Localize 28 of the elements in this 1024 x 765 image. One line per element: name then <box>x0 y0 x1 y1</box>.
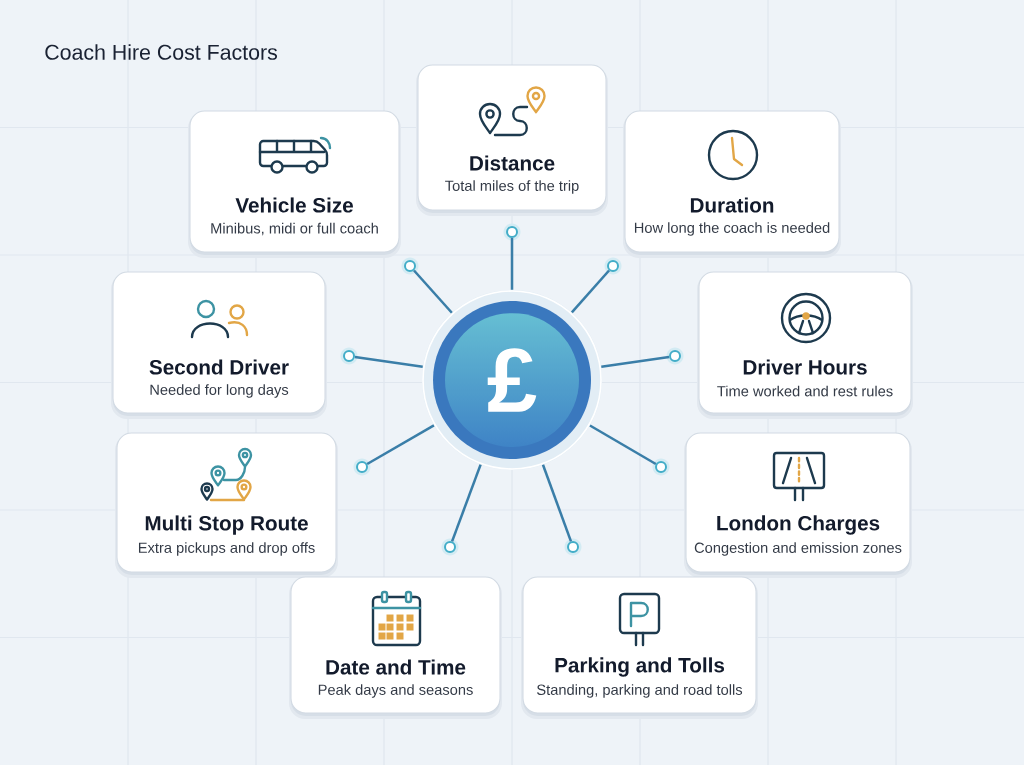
endpoint-dot <box>340 347 358 365</box>
connector <box>570 269 610 314</box>
endpoint-dot <box>441 538 459 556</box>
card: London Charges Congestion and emission zones <box>684 432 912 578</box>
connector <box>589 424 657 466</box>
connector <box>413 269 453 314</box>
card: Second Driver Needed for long days <box>111 271 327 419</box>
card: Parking and Tolls Standing, parking and road tolls <box>521 576 758 719</box>
connector <box>450 464 482 542</box>
endpoint-dot <box>401 257 419 275</box>
endpoint-dot <box>353 458 371 476</box>
card: Multi Stop Route Extra pickups and drop offs <box>115 432 338 578</box>
card: Driver Hours Time worked and rest rules <box>697 271 913 419</box>
endpoint-dot <box>666 347 684 365</box>
endpoint-dot <box>652 458 670 476</box>
endpoint-dot <box>604 257 622 275</box>
card: Vehicle Size Minibus, midi or full coach <box>188 110 401 258</box>
card: Distance Total miles of the trip <box>416 64 608 216</box>
connector <box>354 355 423 369</box>
connector <box>601 355 670 369</box>
card: Date and Time Peak days and seasons <box>289 576 502 719</box>
connector <box>510 238 514 290</box>
card: Duration How long the coach is needed <box>623 110 841 258</box>
connector <box>366 424 435 466</box>
endpoint-dot <box>503 223 521 241</box>
endpoint-dot <box>564 538 582 556</box>
connector <box>541 464 573 542</box>
title: Coach Hire Cost Factors <box>45 44 277 60</box>
